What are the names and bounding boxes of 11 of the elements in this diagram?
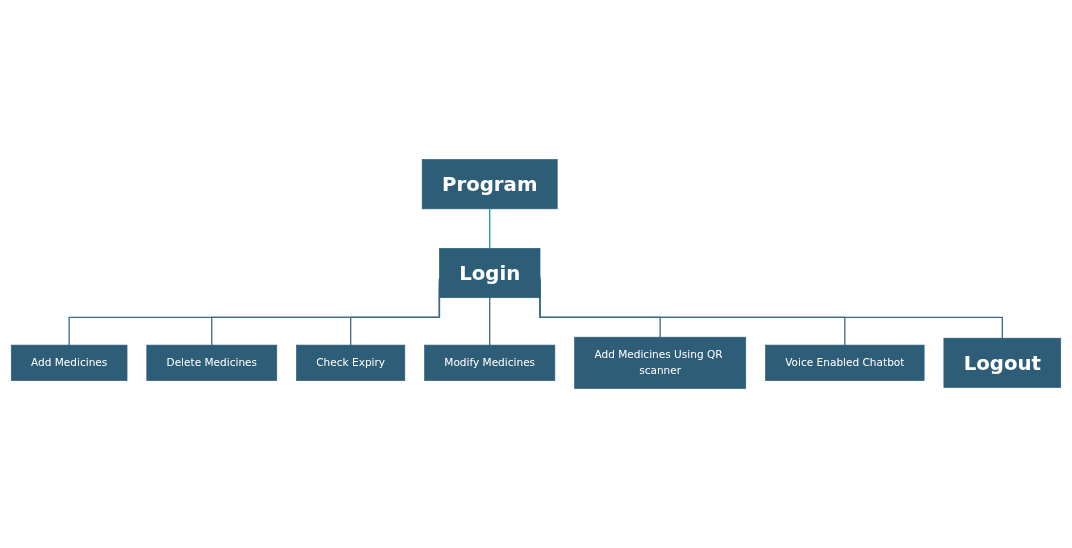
connector xyxy=(489,297,491,346)
node-box: Check Expiry xyxy=(296,344,406,381)
node-box: Add Medicines xyxy=(10,344,128,381)
node-box: Login xyxy=(439,248,541,299)
connector xyxy=(489,208,491,249)
node-box: Modify Medicines xyxy=(424,344,556,381)
node-box: Logout xyxy=(943,337,1062,388)
node-box: Voice Enabled Chatbot xyxy=(765,344,925,381)
node-box: Program xyxy=(421,159,558,210)
node-box: Add Medicines Using QR scanner xyxy=(574,336,747,389)
node-box: Delete Medicines xyxy=(146,344,278,381)
